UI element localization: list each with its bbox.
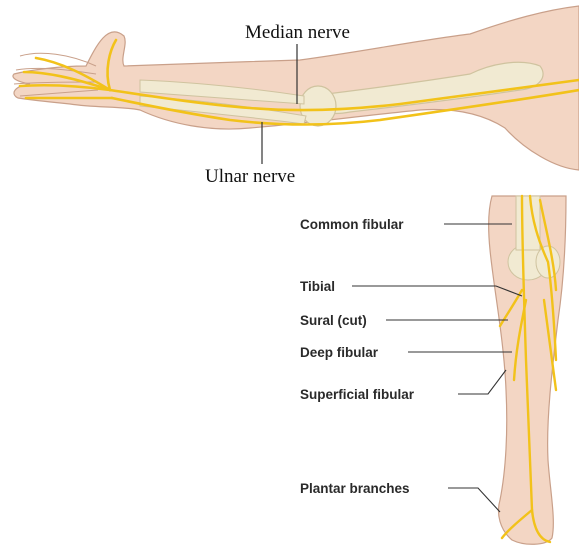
common-fibular-label: Common fibular (300, 217, 404, 232)
plantar-branches-label: Plantar branches (300, 481, 410, 496)
tibial-label: Tibial (300, 279, 335, 294)
superficial-fibular-label: Superficial fibular (300, 387, 415, 402)
median-nerve-label: Median nerve (245, 22, 350, 43)
deep-fibular-label: Deep fibular (300, 345, 379, 360)
superficial-fibular-leader (458, 370, 506, 394)
ulnar-nerve-label: Ulnar nerve (205, 166, 295, 187)
arm-illustration: Median nerve Ulnar nerve (13, 6, 579, 187)
sural-label: Sural (cut) (300, 313, 367, 328)
femur-bone (516, 196, 540, 250)
leg-illustration: Common fibular Tibial Sural (cut) Deep f… (300, 196, 566, 544)
plantar-leader (448, 488, 500, 512)
